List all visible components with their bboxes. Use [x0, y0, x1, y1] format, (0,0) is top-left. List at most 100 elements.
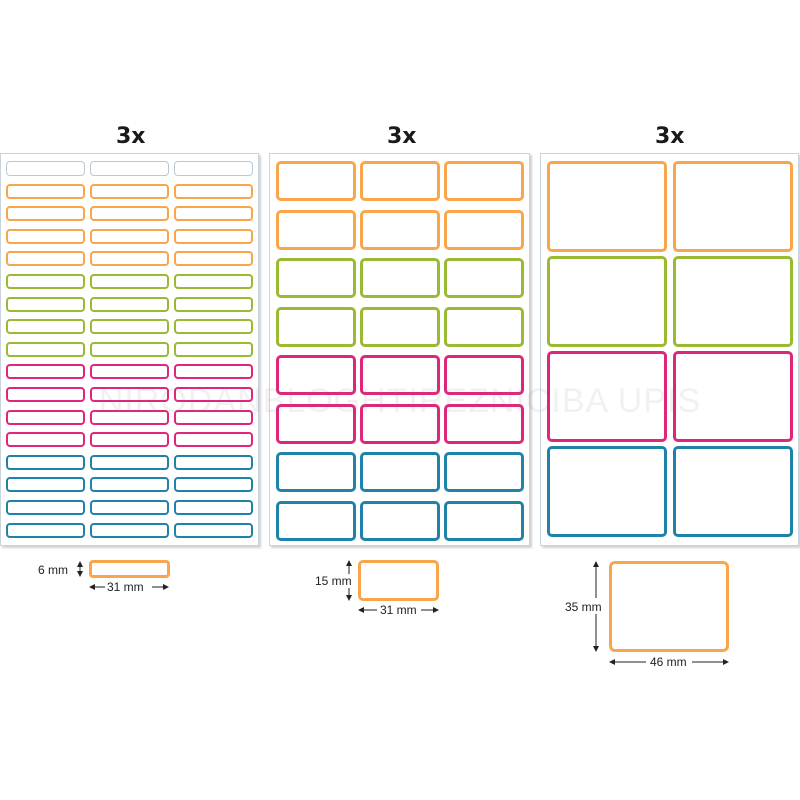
sample-label-small [89, 560, 170, 578]
label-large-green [547, 256, 667, 347]
label-large-magenta [673, 351, 793, 442]
label-medium-orange [360, 209, 440, 250]
label-medium-green [276, 258, 356, 298]
sheet-1-quantity: 3x [116, 124, 146, 149]
label-small-orange [6, 183, 85, 199]
label-small-green [174, 341, 253, 357]
sheet-3-quantity: 3x [655, 124, 685, 149]
label-small-green [6, 319, 85, 335]
label-small-orange [90, 206, 169, 222]
label-small-magenta [6, 409, 85, 425]
sample-1-width: 31 mm [107, 580, 144, 594]
label-small-green [174, 296, 253, 312]
label-medium-magenta [276, 355, 356, 395]
label-small-orange [174, 228, 253, 244]
sheet-2-quantity: 3x [387, 124, 417, 149]
sample-1-height: 6 mm [38, 563, 68, 577]
label-small-blue [6, 454, 85, 470]
label-large-orange [673, 161, 793, 252]
label-small-orange [90, 251, 169, 267]
label-medium-blue [444, 500, 524, 541]
label-small-blue [90, 477, 169, 493]
label-small-green [90, 296, 169, 312]
label-small-magenta [90, 364, 169, 380]
label-medium-magenta [360, 355, 440, 395]
label-small-orange [90, 228, 169, 244]
label-small-magenta [174, 364, 253, 380]
label-small-orange [6, 251, 85, 267]
sample-label-medium [358, 560, 439, 601]
label-sheet-large [540, 153, 799, 546]
label-small-magenta [90, 432, 169, 448]
label-large-blue [673, 446, 793, 537]
sample-2-height: 15 mm [315, 574, 352, 588]
label-small-orange [174, 183, 253, 199]
label-medium-magenta [360, 403, 440, 444]
label-small-magenta [90, 409, 169, 425]
label-small-blue [90, 500, 169, 515]
label-sheet-small [0, 153, 259, 546]
label-small-blue [174, 500, 253, 515]
label-small-magenta [6, 364, 85, 380]
label-small-blue [174, 522, 253, 538]
label-medium-green [360, 258, 440, 298]
label-medium-orange [276, 161, 356, 201]
label-small-green [6, 296, 85, 312]
watermark-text: NIRODANBLOGHTIREZNICIBA UPIS [98, 382, 702, 420]
label-small-orange [90, 183, 169, 199]
label-small-blue [6, 522, 85, 538]
sample-2-width: 31 mm [380, 603, 417, 617]
label-medium-orange [276, 209, 356, 250]
label-small-orange [174, 206, 253, 222]
label-small-blue [6, 500, 85, 515]
label-small-blank [6, 161, 85, 176]
label-small-blue [90, 522, 169, 538]
sample-3-width: 46 mm [650, 655, 687, 669]
label-small-blue [6, 477, 85, 493]
label-medium-magenta [444, 403, 524, 444]
label-small-magenta [6, 387, 85, 402]
label-medium-orange [444, 161, 524, 201]
label-small-blue [174, 454, 253, 470]
label-medium-blue [360, 500, 440, 541]
label-medium-magenta [276, 403, 356, 444]
label-large-orange [547, 161, 667, 252]
label-medium-orange [360, 161, 440, 201]
label-small-blue [90, 454, 169, 470]
label-small-green [6, 341, 85, 357]
label-small-blank [90, 161, 169, 176]
label-small-magenta [174, 432, 253, 448]
label-small-green [6, 274, 85, 289]
label-small-orange [174, 251, 253, 267]
label-medium-blue [360, 452, 440, 492]
label-large-magenta [547, 351, 667, 442]
label-medium-blue [276, 452, 356, 492]
label-medium-green [444, 306, 524, 347]
label-small-magenta [174, 387, 253, 402]
label-medium-green [444, 258, 524, 298]
label-small-green [90, 274, 169, 289]
label-medium-orange [444, 209, 524, 250]
label-small-blank [174, 161, 253, 176]
label-medium-blue [276, 500, 356, 541]
label-small-green [90, 341, 169, 357]
label-small-orange [6, 228, 85, 244]
label-large-blue [547, 446, 667, 537]
label-small-green [174, 319, 253, 335]
label-small-green [90, 319, 169, 335]
label-small-green [174, 274, 253, 289]
sample-label-large [609, 561, 729, 652]
label-medium-blue [444, 452, 524, 492]
label-medium-green [360, 306, 440, 347]
label-small-magenta [6, 432, 85, 448]
label-small-orange [6, 206, 85, 222]
label-medium-green [276, 306, 356, 347]
sample-3-height: 35 mm [565, 600, 602, 614]
label-large-green [673, 256, 793, 347]
label-small-magenta [90, 387, 169, 402]
label-small-magenta [174, 409, 253, 425]
label-medium-magenta [444, 355, 524, 395]
label-small-blue [174, 477, 253, 493]
label-sheet-medium [269, 153, 530, 546]
